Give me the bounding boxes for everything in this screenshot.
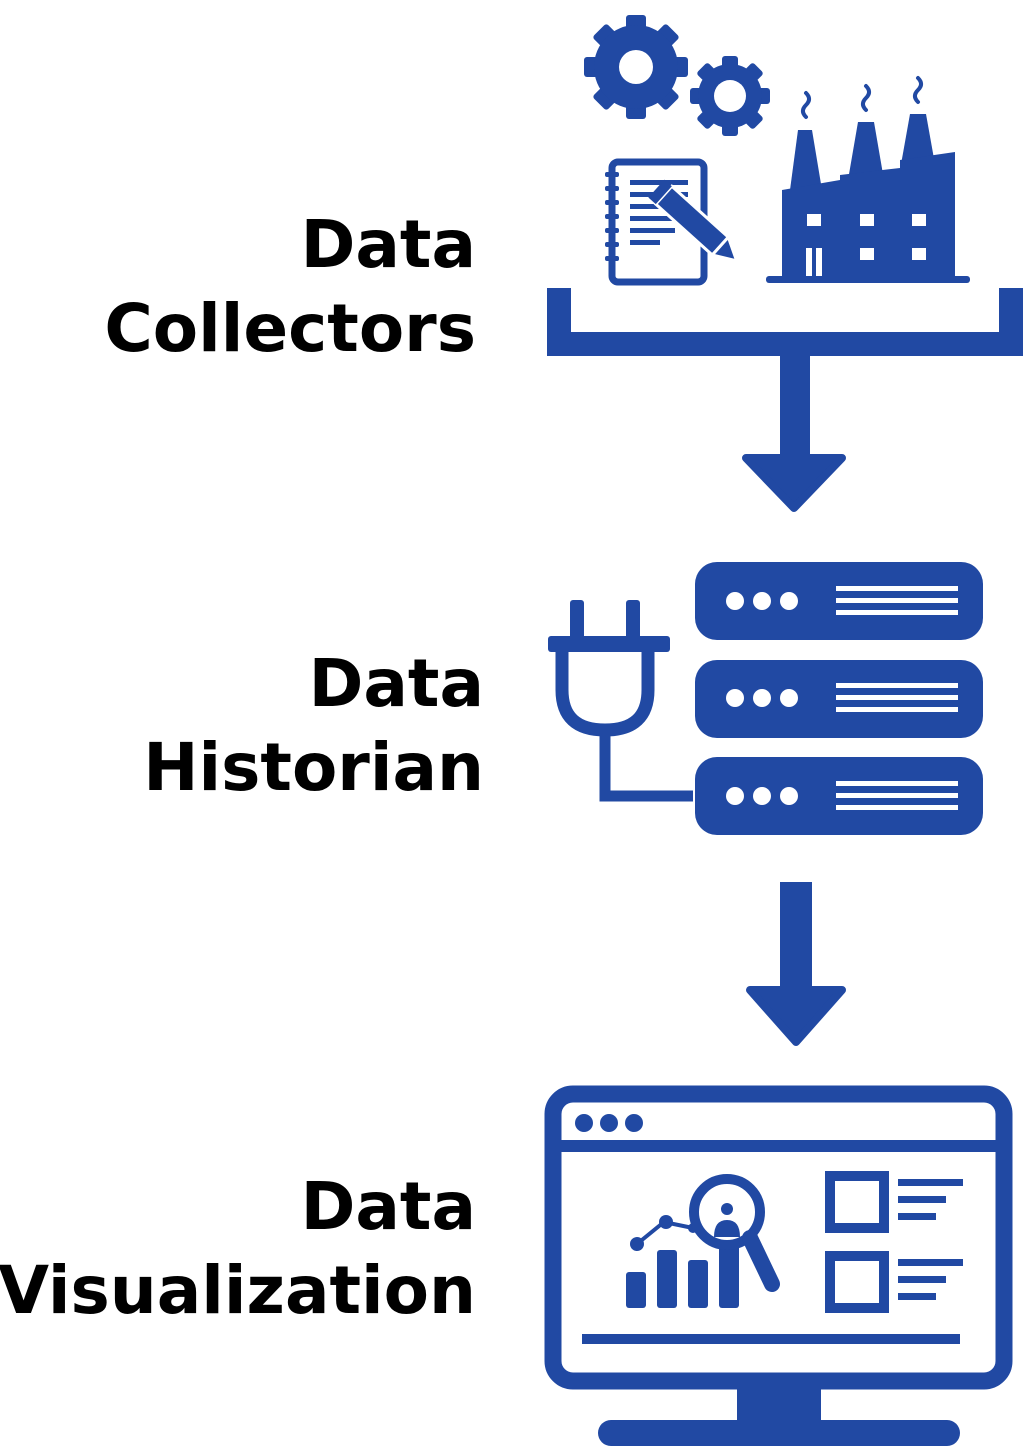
pencil-icon [648, 179, 739, 263]
stage-label-line1: Data [300, 1168, 476, 1245]
stage-label-line2: Collectors [104, 290, 476, 367]
plug-icon [548, 600, 693, 802]
stage-label-visualization: Data Visualization [0, 1165, 476, 1333]
stage-label-collectors: Data Collectors [104, 203, 476, 371]
checkbox-list-icon [825, 1171, 963, 1313]
stage-label-line1: Data [300, 206, 476, 283]
stage-label-line2: Historian [143, 729, 484, 806]
factory-icon [766, 76, 970, 283]
arrow-down-icon [746, 882, 846, 1046]
stage-label-line2: Visualization [0, 1252, 476, 1329]
server-icon [695, 562, 983, 835]
magnifier-icon [689, 1174, 780, 1292]
monitor-icon [544, 1085, 1013, 1446]
stage-label-line1: Data [308, 645, 484, 722]
stage-label-historian: Data Historian [143, 642, 484, 810]
collector-bracket [547, 288, 1023, 356]
gear-icon [584, 15, 770, 136]
arrow-down-icon [742, 354, 846, 512]
